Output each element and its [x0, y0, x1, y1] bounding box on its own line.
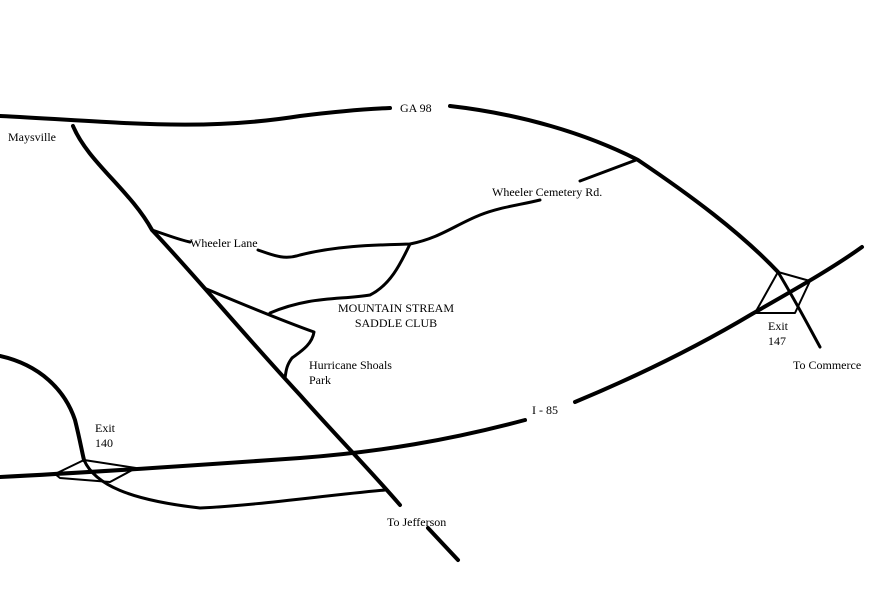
label-hurricane-shoals-park: Hurricane Shoals Park — [309, 358, 392, 388]
road-jefferson-south — [426, 526, 460, 562]
road-i85 — [0, 418, 527, 479]
label-mountain-stream-saddle-club: MOUNTAIN STREAM SADDLE CLUB — [328, 301, 464, 331]
label-to-commerce: To Commerce — [793, 358, 862, 372]
road-wheeler-cemetery-connector — [578, 158, 638, 183]
label-hurricane-line1: Hurricane Shoals — [309, 358, 392, 372]
label-to-jefferson: To Jefferson — [387, 515, 447, 529]
label-exit147-line2: 147 — [768, 334, 786, 348]
road-club-access — [268, 242, 412, 315]
label-exit147-line1: Exit — [768, 319, 788, 333]
label-maysville: Maysville — [8, 130, 56, 144]
label-exit147: Exit 147 — [768, 319, 788, 349]
road-hurricane-shoals — [202, 286, 316, 380]
label-exit140-line1: Exit — [95, 421, 115, 435]
road-wheeler-lane-east — [256, 198, 542, 259]
label-club-line1: MOUNTAIN STREAM — [337, 301, 455, 315]
road-ga98-east — [448, 104, 780, 274]
label-club-line2: SADDLE CLUB — [354, 316, 438, 330]
label-exit140: Exit 140 — [95, 421, 115, 451]
road-wheeler-lane — [150, 228, 192, 244]
interchange-exit147 — [754, 271, 811, 314]
road-to-commerce — [776, 270, 822, 349]
road-west-curve — [0, 354, 86, 462]
label-wheeler-cemetery-rd: Wheeler Cemetery Rd. — [492, 185, 603, 199]
label-wheeler-lane: Wheeler Lane — [190, 236, 258, 250]
road-ga98-west — [0, 106, 392, 127]
interchange-exit140 — [54, 459, 137, 483]
label-hurricane-line2: Park — [309, 373, 331, 387]
label-i85: I - 85 — [530, 403, 560, 418]
road-i85-east — [573, 245, 864, 404]
label-ga98: GA 98 — [398, 101, 434, 116]
label-exit140-line2: 140 — [95, 436, 113, 450]
